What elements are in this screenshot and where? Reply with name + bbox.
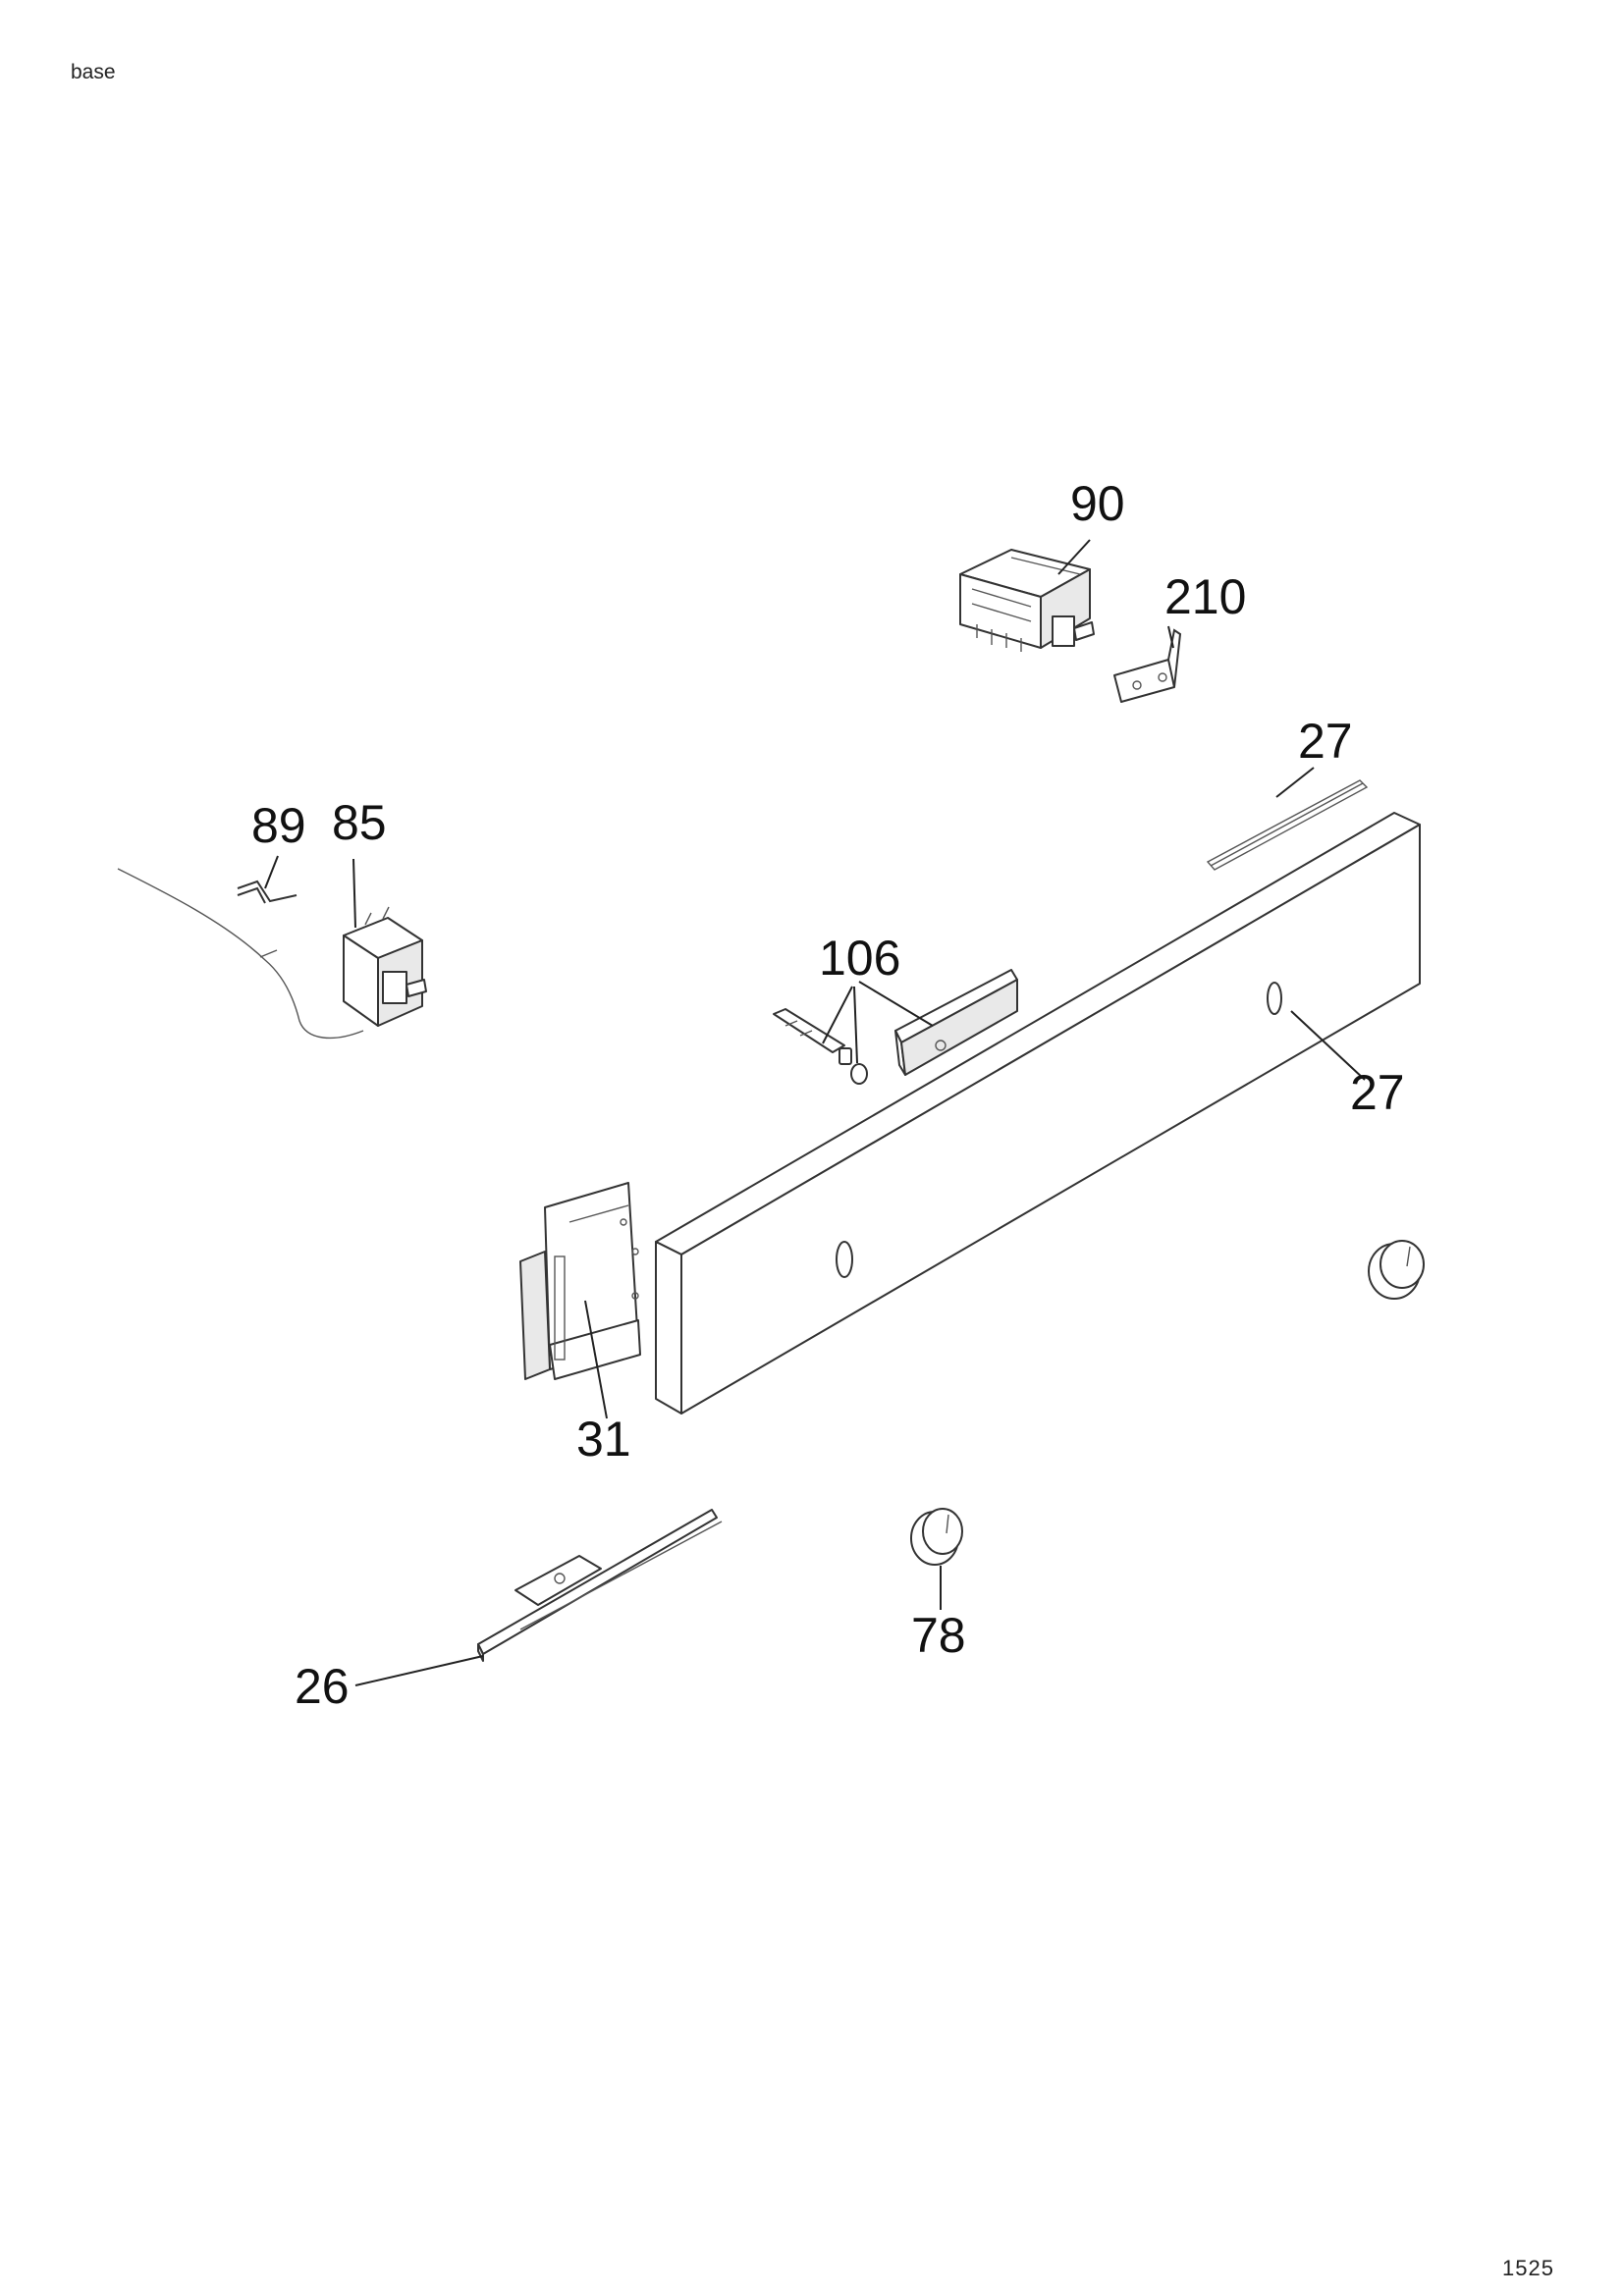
callout-27-top: 27 — [1298, 714, 1353, 769]
part-85-thermostat — [117, 868, 427, 1040]
part-78-knob — [910, 1508, 963, 1566]
leader-lines — [264, 539, 1366, 1686]
part-26-trim-strip — [477, 1509, 723, 1662]
callout-27-panel: 27 — [1350, 1065, 1405, 1120]
part-89-clip — [237, 880, 298, 904]
part-210-bracket — [1113, 628, 1182, 703]
callout-78: 78 — [911, 1608, 966, 1663]
callout-90: 90 — [1070, 476, 1125, 531]
callout-89: 89 — [251, 798, 306, 853]
knob-right — [1368, 1240, 1425, 1300]
part-90-selector-switch — [959, 549, 1095, 652]
part-106-lamp-assembly — [773, 969, 1018, 1085]
part-31-side-bracket — [519, 1182, 641, 1380]
corner-label: base — [71, 61, 116, 83]
callout-85: 85 — [332, 795, 387, 850]
callout-31: 31 — [576, 1412, 631, 1467]
callout-106: 106 — [819, 931, 900, 986]
control-panel-fascia — [655, 812, 1421, 1415]
callout-210: 210 — [1164, 569, 1246, 624]
page-number: 1525 — [1502, 2256, 1554, 2280]
part-27-gasket-strip — [1206, 779, 1369, 871]
callout-26: 26 — [295, 1659, 350, 1714]
